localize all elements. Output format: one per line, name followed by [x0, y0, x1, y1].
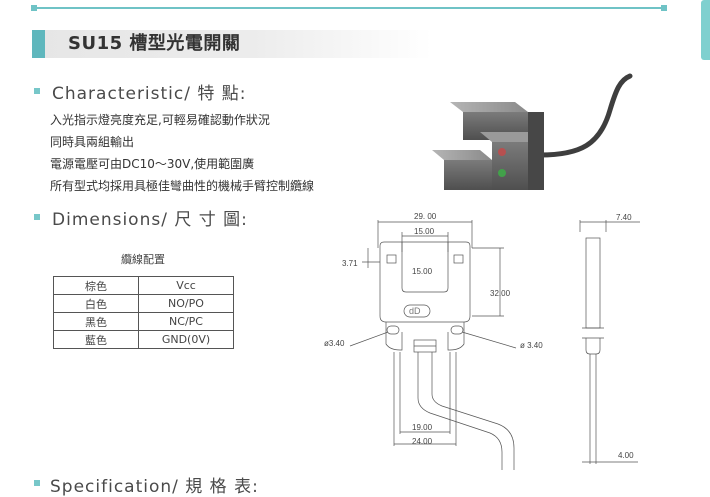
bullet-icon	[34, 480, 40, 486]
divider-dot-left	[31, 5, 37, 11]
dim-side-thickness: 7.40	[616, 213, 632, 222]
divider-dot-right	[661, 5, 667, 11]
table-row: 藍色 GND(0V)	[53, 330, 234, 349]
title-band	[32, 30, 432, 58]
feature-line: 同時具兩組輸出	[50, 135, 135, 149]
table-row: 黑色 NC/PC	[53, 312, 234, 331]
title-accent-mark	[32, 30, 45, 58]
brand-logo: dD	[409, 306, 421, 316]
feature-line: 所有型式均採用具極佳彎曲性的機械手臂控制纜線	[50, 179, 315, 193]
dim-edge-offset: 3.71	[342, 259, 358, 268]
feature-line: 電源電壓可由DC10～30V,使用範圍廣	[50, 157, 255, 171]
dim-bottom-19: 19.00	[412, 423, 433, 432]
dim-inner-width: 15.00	[412, 267, 433, 276]
dimensions-heading: Dimensions/ 尺 寸 圖:	[52, 210, 248, 230]
specification-heading: Specification/ 規 格 表:	[50, 477, 259, 497]
wire-color-cell: 藍色	[53, 330, 139, 349]
wire-color-cell: 棕色	[53, 276, 139, 295]
bullet-icon	[34, 214, 40, 220]
table-row: 白色 NO/PO	[53, 294, 234, 313]
dim-hole-right: ø 3.40	[520, 341, 543, 350]
page-title: SU15 槽型光電開關	[68, 33, 241, 54]
feature-line: 入光指示燈亮度充足,可輕易確認動作狀況	[50, 113, 270, 127]
dim-bottom-24: 24.00	[412, 437, 433, 446]
characteristic-heading: Characteristic/ 特 點:	[52, 84, 247, 104]
dim-hole-left: ø3.40	[324, 339, 345, 348]
dim-slot-width: 15.00	[414, 227, 435, 236]
wire-color-cell: 黑色	[53, 312, 139, 331]
wire-signal-cell: GND(0V)	[138, 330, 234, 349]
bullet-icon	[34, 88, 40, 94]
cable-config-table: 棕色 Vcc 白色 NO/PO 黑色 NC/PC 藍色 GND(0V)	[53, 276, 234, 349]
wire-signal-cell: Vcc	[138, 276, 234, 295]
table-row: 棕色 Vcc	[53, 276, 234, 295]
sensor-product-image	[432, 73, 633, 190]
dim-total-width: 29. 00	[414, 212, 437, 221]
dimension-drawing: 29. 00 15.00 3.71 15.00 32.00 ø3.40 ø 3.…	[324, 212, 640, 470]
wire-signal-cell: NC/PC	[138, 312, 234, 331]
top-divider	[34, 7, 664, 9]
page-edge-tab	[701, 0, 710, 60]
dim-height: 32.00	[490, 289, 511, 298]
wire-signal-cell: NO/PO	[138, 294, 234, 313]
dim-side-bottom: 4.00	[618, 451, 634, 460]
wire-color-cell: 白色	[53, 294, 139, 313]
cable-table-title: 纜線配置	[121, 253, 165, 266]
